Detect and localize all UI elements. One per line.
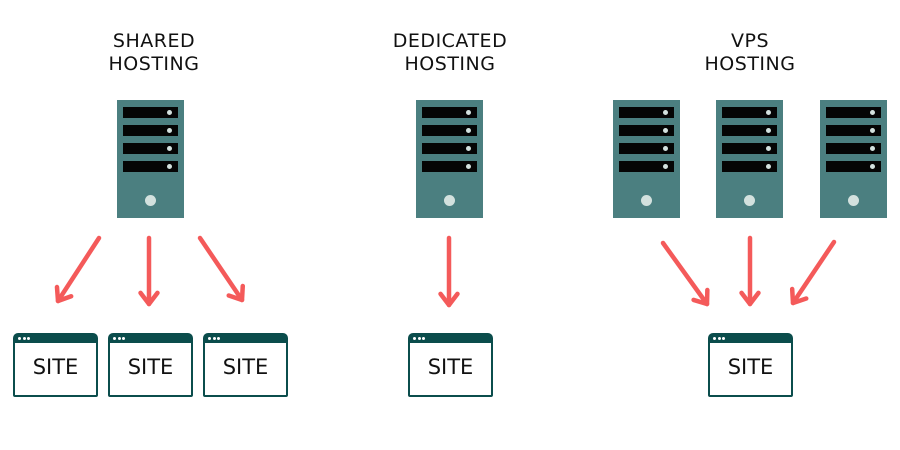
window-title-bar xyxy=(15,335,96,343)
power-button-icon xyxy=(848,195,859,206)
site-label: SITE xyxy=(427,355,474,379)
site-window: SITE xyxy=(13,333,98,397)
led-indicator xyxy=(167,128,172,133)
window-dots-icon xyxy=(208,337,222,340)
led-indicator xyxy=(766,128,771,133)
led-indicator xyxy=(870,164,875,169)
site-window: SITE xyxy=(203,333,288,397)
led-indicator xyxy=(466,164,471,169)
drive-slot xyxy=(422,125,477,136)
arrow-icon xyxy=(197,235,246,303)
server-tower-icon xyxy=(416,100,483,218)
server-tower-icon xyxy=(820,100,887,218)
drive-slot xyxy=(123,143,178,154)
drive-slot xyxy=(123,125,178,136)
drive-slot xyxy=(826,161,881,172)
drive-slot xyxy=(619,125,674,136)
arrow-icon xyxy=(138,235,160,307)
window-dots-icon xyxy=(413,337,427,340)
power-button-icon xyxy=(444,195,455,206)
led-indicator xyxy=(663,128,668,133)
drive-slot xyxy=(123,107,178,118)
led-indicator xyxy=(167,146,172,151)
led-indicator xyxy=(466,146,471,151)
power-button-icon xyxy=(145,195,156,206)
arrow-icon xyxy=(739,235,761,307)
window-dots-icon xyxy=(113,337,127,340)
drive-slot xyxy=(619,161,674,172)
site-window: SITE xyxy=(108,333,193,397)
shared-hosting-title: SHARED HOSTING xyxy=(108,30,200,75)
drive-slot xyxy=(722,107,777,118)
drive-slot xyxy=(722,161,777,172)
server-tower-icon xyxy=(613,100,680,218)
led-indicator xyxy=(466,128,471,133)
site-label: SITE xyxy=(222,355,269,379)
drive-slot xyxy=(422,143,477,154)
arrow-icon xyxy=(438,235,460,308)
power-button-icon xyxy=(744,195,755,206)
drive-slot xyxy=(619,143,674,154)
drive-slot xyxy=(722,125,777,136)
dedicated-hosting-title: DEDICATED HOSTING xyxy=(392,30,508,75)
drive-slot xyxy=(123,161,178,172)
led-indicator xyxy=(766,110,771,115)
server-tower-icon xyxy=(117,100,184,218)
window-dots-icon xyxy=(18,337,32,340)
drive-slot xyxy=(422,107,477,118)
led-indicator xyxy=(663,110,668,115)
led-indicator xyxy=(870,110,875,115)
drive-slot xyxy=(619,107,674,118)
vps-hosting-title: VPS HOSTING xyxy=(704,30,796,75)
window-title-bar xyxy=(205,335,286,343)
server-tower-icon xyxy=(716,100,783,218)
site-label: SITE xyxy=(727,355,774,379)
arrow-icon xyxy=(789,239,837,306)
drive-slot xyxy=(826,125,881,136)
site-window: SITE xyxy=(408,333,493,397)
led-indicator xyxy=(870,146,875,151)
window-title-bar xyxy=(110,335,191,343)
arrow-icon xyxy=(54,235,102,304)
led-indicator xyxy=(663,164,668,169)
led-indicator xyxy=(766,146,771,151)
led-indicator xyxy=(870,128,875,133)
led-indicator xyxy=(167,164,172,169)
window-dots-icon xyxy=(713,337,727,340)
site-window: SITE xyxy=(708,333,793,397)
drive-slot xyxy=(422,161,477,172)
site-label: SITE xyxy=(32,355,79,379)
led-indicator xyxy=(766,164,771,169)
drive-slot xyxy=(826,107,881,118)
power-button-icon xyxy=(641,195,652,206)
arrow-icon xyxy=(660,240,710,307)
window-title-bar xyxy=(710,335,791,343)
window-title-bar xyxy=(410,335,491,343)
site-label: SITE xyxy=(127,355,174,379)
led-indicator xyxy=(466,110,471,115)
drive-slot xyxy=(826,143,881,154)
led-indicator xyxy=(663,146,668,151)
drive-slot xyxy=(722,143,777,154)
led-indicator xyxy=(167,110,172,115)
